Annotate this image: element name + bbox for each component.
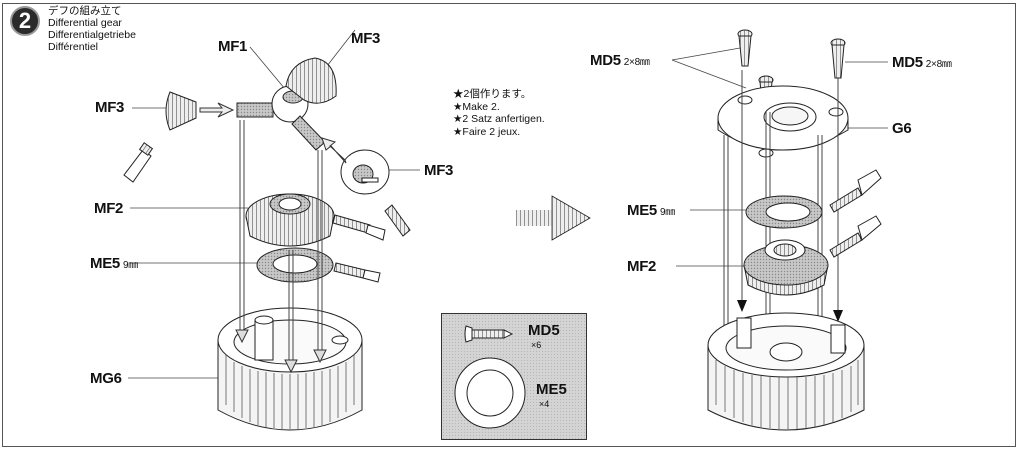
down-arrow-icons [235, 329, 327, 374]
mg6-ring-gear-right [707, 312, 865, 431]
part-size: 2×8㎜ [925, 59, 952, 70]
parts-box-md5-label: MD5 [528, 322, 560, 339]
part-size: 9㎜ [659, 207, 675, 218]
me5-washer-left [256, 247, 334, 283]
note-line: ★Faire 2 jeux. [453, 125, 521, 138]
label-mf3-top: MF3 [351, 30, 381, 47]
leader-md5-left-a [671, 47, 741, 61]
part-code: ME5 [627, 202, 657, 219]
mf2-bevel-gear [245, 193, 335, 247]
mf2-bevel-gear-right [743, 239, 829, 296]
label-mf1: MF1 [218, 38, 248, 55]
leader-md5-left-b [671, 59, 747, 89]
arrow-icon [321, 137, 347, 164]
parts-box-md5-qty: ×6 [531, 340, 542, 350]
label-mg6: MG6 [90, 370, 122, 387]
title-fr: Différentiel [48, 41, 98, 53]
part-code: MD5 [590, 52, 621, 69]
note-line: ★2個作ります。 [453, 88, 532, 100]
label-g6: G6 [892, 120, 912, 137]
washer-icon [454, 357, 526, 429]
arrow-icon [199, 102, 235, 118]
label-mf3-left: MF3 [95, 99, 125, 116]
label-mf2-right: MF2 [627, 258, 657, 275]
note-line: ★Make 2. [453, 100, 500, 113]
part-size: 2×8㎜ [623, 57, 650, 68]
parts-box-drawing [454, 325, 526, 429]
screw-icon [464, 325, 514, 343]
quantity-note: ★2個作ります。 ★Make 2. ★2 Satz anfertigen. ★F… [453, 88, 545, 138]
step-number-badge: 2 [10, 6, 40, 36]
parts-box: MD5 ×6 ME5 ×4 [441, 313, 587, 440]
ring-gear-teeth [225, 355, 355, 429]
note-line: ★2 Satz anfertigen. [453, 113, 545, 125]
part-size: 9㎜ [122, 260, 138, 271]
part-code: ME5 [90, 255, 120, 272]
mf3-top-bevel-gear [285, 57, 337, 104]
mf3-right-disk-gear [340, 149, 390, 195]
direction-arrow-icon [516, 195, 591, 241]
grease-tube-icons-right [829, 169, 882, 258]
part-code: MD5 [892, 54, 923, 71]
assembly-guides-left [239, 120, 323, 360]
g6-cover-plate [717, 85, 849, 158]
ring-gear-teeth-right [715, 360, 859, 429]
label-mf3-right: MF3 [424, 162, 454, 179]
instruction-frame [2, 3, 1016, 447]
parts-box-me5-label: ME5 [536, 381, 567, 398]
title-de: Differentialgetriebe [48, 29, 136, 41]
step-titles: デフの組み立て Differential gear Differentialge… [48, 5, 136, 53]
title-ja: デフの組み立て [48, 5, 122, 17]
mf3-left-pinion [165, 91, 197, 131]
me5-washer-right [745, 195, 823, 229]
label-mf2: MF2 [94, 200, 124, 217]
title-en: Differential gear [48, 17, 122, 29]
parts-box-me5-qty: ×4 [539, 399, 550, 409]
grease-tube-icons [123, 142, 411, 283]
